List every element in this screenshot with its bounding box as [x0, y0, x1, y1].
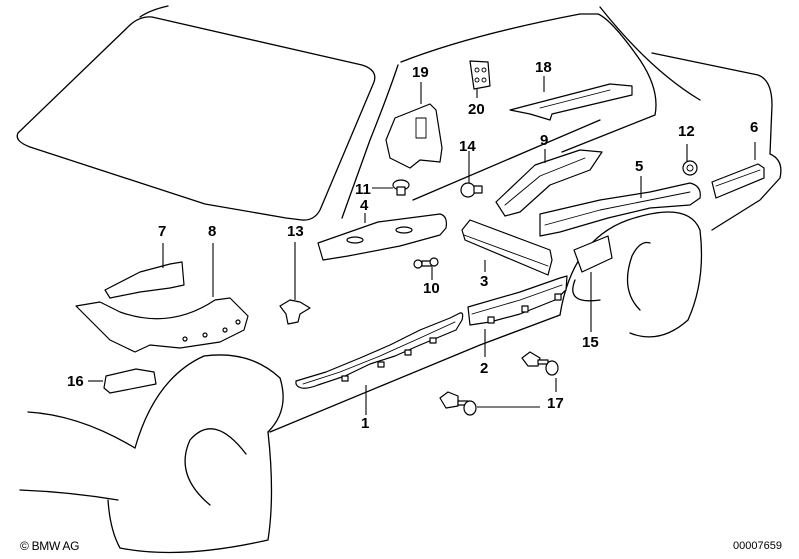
callout-8[interactable]: 8 [208, 223, 216, 240]
part-17-push-rivets[interactable] [439, 351, 559, 416]
part-19-support-bracket[interactable] [385, 103, 443, 169]
leader-lines [88, 76, 756, 415]
part-12-grommet[interactable] [682, 160, 698, 176]
callout-14[interactable]: 14 [459, 138, 476, 155]
callout-3[interactable]: 3 [480, 273, 488, 290]
callout-5[interactable]: 5 [635, 158, 643, 175]
callout-6[interactable]: 6 [750, 119, 758, 136]
part-14-plug-cap[interactable] [460, 182, 483, 198]
part-15-small-plate[interactable] [573, 235, 613, 273]
callout-10[interactable]: 10 [423, 280, 440, 297]
callout-2[interactable]: 2 [480, 360, 488, 377]
part-7-front-bracket[interactable] [104, 261, 185, 299]
part-10-push-pin[interactable] [413, 257, 439, 269]
part-16-clip-strip[interactable] [103, 368, 157, 394]
callout-1[interactable]: 1 [361, 415, 369, 432]
callout-16[interactable]: 16 [67, 373, 84, 390]
part-5-rear-arch-trim[interactable] [539, 182, 701, 237]
car-body-outline [16, 5, 782, 554]
part-9-rear-duct-bracket[interactable] [495, 149, 603, 217]
copyright-notice: © BMW AG [20, 539, 80, 553]
part-8-front-arch-liner[interactable] [75, 297, 249, 353]
windshield [16, 16, 376, 221]
part-6-rear-bracket[interactable] [711, 163, 765, 199]
part-13-clip-fastener[interactable] [279, 299, 311, 325]
callout-17[interactable]: 17 [547, 395, 564, 412]
document-number: 00007659 [733, 540, 782, 552]
callout-7[interactable]: 7 [158, 223, 166, 240]
callout-19[interactable]: 19 [412, 64, 429, 81]
callout-13[interactable]: 13 [287, 223, 304, 240]
callout-9[interactable]: 9 [540, 132, 548, 149]
callout-20[interactable]: 20 [468, 101, 485, 118]
part-3-channel-bracket[interactable] [461, 219, 553, 276]
part-2-sill-trim-rear[interactable] [467, 275, 568, 326]
callout-12[interactable]: 12 [678, 123, 695, 140]
callout-15[interactable]: 15 [582, 334, 599, 351]
callouts: 1 2 3 4 5 6 7 8 9 10 11 12 13 14 15 16 1… [67, 59, 758, 432]
part-11-expanding-clip[interactable] [392, 179, 410, 196]
part-4-support-plate[interactable] [317, 213, 447, 261]
part-1-sill-trim-front[interactable] [295, 312, 464, 389]
callout-4[interactable]: 4 [360, 197, 369, 214]
part-20-small-plate[interactable] [469, 60, 491, 90]
callout-18[interactable]: 18 [535, 59, 552, 76]
part-18-long-channel[interactable] [509, 83, 633, 121]
callout-11[interactable]: 11 [355, 181, 371, 198]
